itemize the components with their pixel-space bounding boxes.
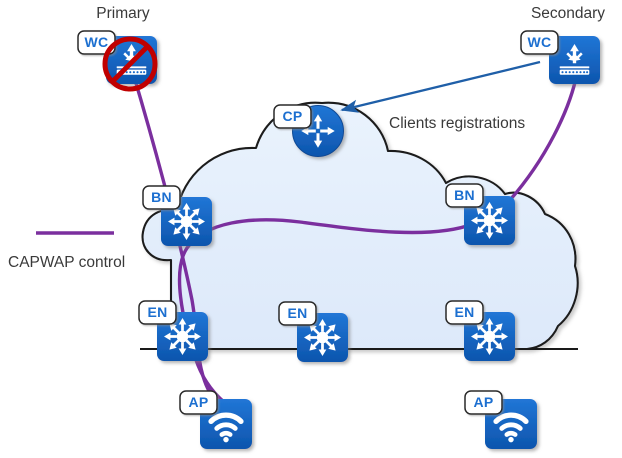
legend-capwap-label: CAPWAP control <box>8 254 125 271</box>
node-ap-right[interactable]: AP <box>464 390 537 449</box>
bn-right-badge-label: BN <box>454 187 475 203</box>
prohibited-overlay-icon <box>102 36 158 92</box>
en-mid-badge-bg <box>278 301 317 326</box>
node-ap-left[interactable]: AP <box>179 390 252 449</box>
node-wc-secondary[interactable]: WC <box>520 30 600 84</box>
clients-registrations-label: Clients registrations <box>389 115 525 132</box>
en-mid-badge-label: EN <box>287 305 307 321</box>
bn-right-badge-bg <box>445 183 484 208</box>
node-en-right[interactable]: EN <box>445 300 515 361</box>
cp-badge-label: CP <box>282 108 302 124</box>
wc-secondary-badge-bg <box>520 30 559 55</box>
ap-right-badge-bg <box>464 390 503 415</box>
en-right-badge-label: EN <box>454 304 474 320</box>
node-en-left[interactable]: EN <box>138 300 208 361</box>
cp-badge-bg <box>273 104 312 129</box>
primary-title-label: Primary <box>96 5 150 22</box>
node-wc-primary[interactable]: WC <box>77 30 158 92</box>
ap-left-badge-label: AP <box>188 394 208 410</box>
secondary-title-label: Secondary <box>531 5 605 22</box>
legend: CAPWAP control <box>8 231 125 271</box>
wc-secondary-badge-label: WC <box>528 34 552 50</box>
node-bn-right[interactable]: BN <box>445 183 515 245</box>
bn-left-badge-bg <box>142 185 181 210</box>
node-bn-left[interactable]: BN <box>142 185 212 246</box>
wc-primary-badge-label: WC <box>85 34 109 50</box>
en-left-badge-bg <box>138 300 177 325</box>
en-left-badge-label: EN <box>147 304 167 320</box>
clients-registrations-arrow <box>340 60 541 113</box>
en-right-badge-bg <box>445 300 484 325</box>
node-en-mid[interactable]: EN <box>278 301 348 362</box>
bn-left-badge-label: BN <box>151 189 172 205</box>
ap-left-badge-bg <box>179 390 218 415</box>
ap-right-badge-label: AP <box>473 394 493 410</box>
node-cp[interactable]: CP <box>273 104 344 157</box>
